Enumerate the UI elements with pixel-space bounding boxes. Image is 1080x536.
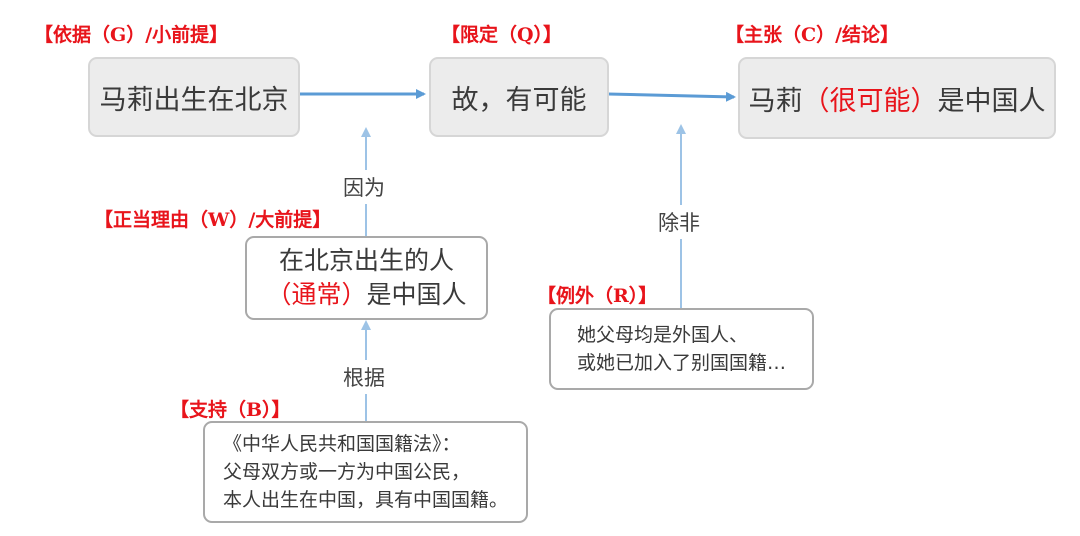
tag-backing: 【支持（B）】 xyxy=(170,399,291,421)
warrant-box: 在北京出生的人 （通常）是中国人 xyxy=(245,236,488,320)
claim-hedge: （很可能） xyxy=(802,85,938,117)
claim-text: 马莉（很可能）是中国人 xyxy=(749,79,1046,118)
qualifier-text: 故，有可能 xyxy=(451,84,587,116)
backing-line2: 父母双方或一方为中国公民， xyxy=(222,461,470,483)
warrant-line2: （通常）是中国人 xyxy=(266,278,466,312)
claim-predicate: 是中国人 xyxy=(937,85,1046,117)
warrant-predicate: 是中国人 xyxy=(366,280,467,309)
label-based-on: 根据 xyxy=(339,360,389,394)
warrant-hedge: （通常） xyxy=(266,280,367,309)
tag-claim: 【主张（C）/结论】 xyxy=(725,24,900,46)
rebuttal-line2: 或她已加入了别国国籍… xyxy=(576,352,786,374)
qualifier-box: 故，有可能 xyxy=(429,57,609,137)
backing-box: 《中华人民共和国国籍法》： 父母双方或一方为中国公民， 本人出生在中国，具有中国… xyxy=(203,421,528,523)
data-box: 马莉出生在北京 xyxy=(88,57,300,137)
tag-data: 【依据（G）/小前提】 xyxy=(34,24,229,46)
label-because: 因为 xyxy=(339,170,389,204)
tag-qualifier: 【限定（Q）】 xyxy=(441,24,563,46)
arrow-qualifier-to-claim xyxy=(607,91,736,102)
data-text: 马莉出生在北京 xyxy=(99,84,289,116)
warrant-line1: 在北京出生的人 xyxy=(278,246,454,275)
claim-box: 马莉（很可能）是中国人 xyxy=(738,57,1056,139)
label-unless: 除非 xyxy=(654,205,704,239)
rebuttal-line1: 她父母均是外国人、 xyxy=(576,324,748,346)
backing-line1: 《中华人民共和国国籍法》： xyxy=(222,433,461,455)
backing-line3: 本人出生在中国，具有中国国籍。 xyxy=(222,489,508,511)
tag-warrant: 【正当理由（W）/大前提】 xyxy=(94,209,332,231)
claim-subject: 马莉 xyxy=(748,85,803,117)
tag-rebuttal: 【例外（R）】 xyxy=(537,285,658,307)
rebuttal-box: 她父母均是外国人、 或她已加入了别国国籍… xyxy=(549,308,814,390)
